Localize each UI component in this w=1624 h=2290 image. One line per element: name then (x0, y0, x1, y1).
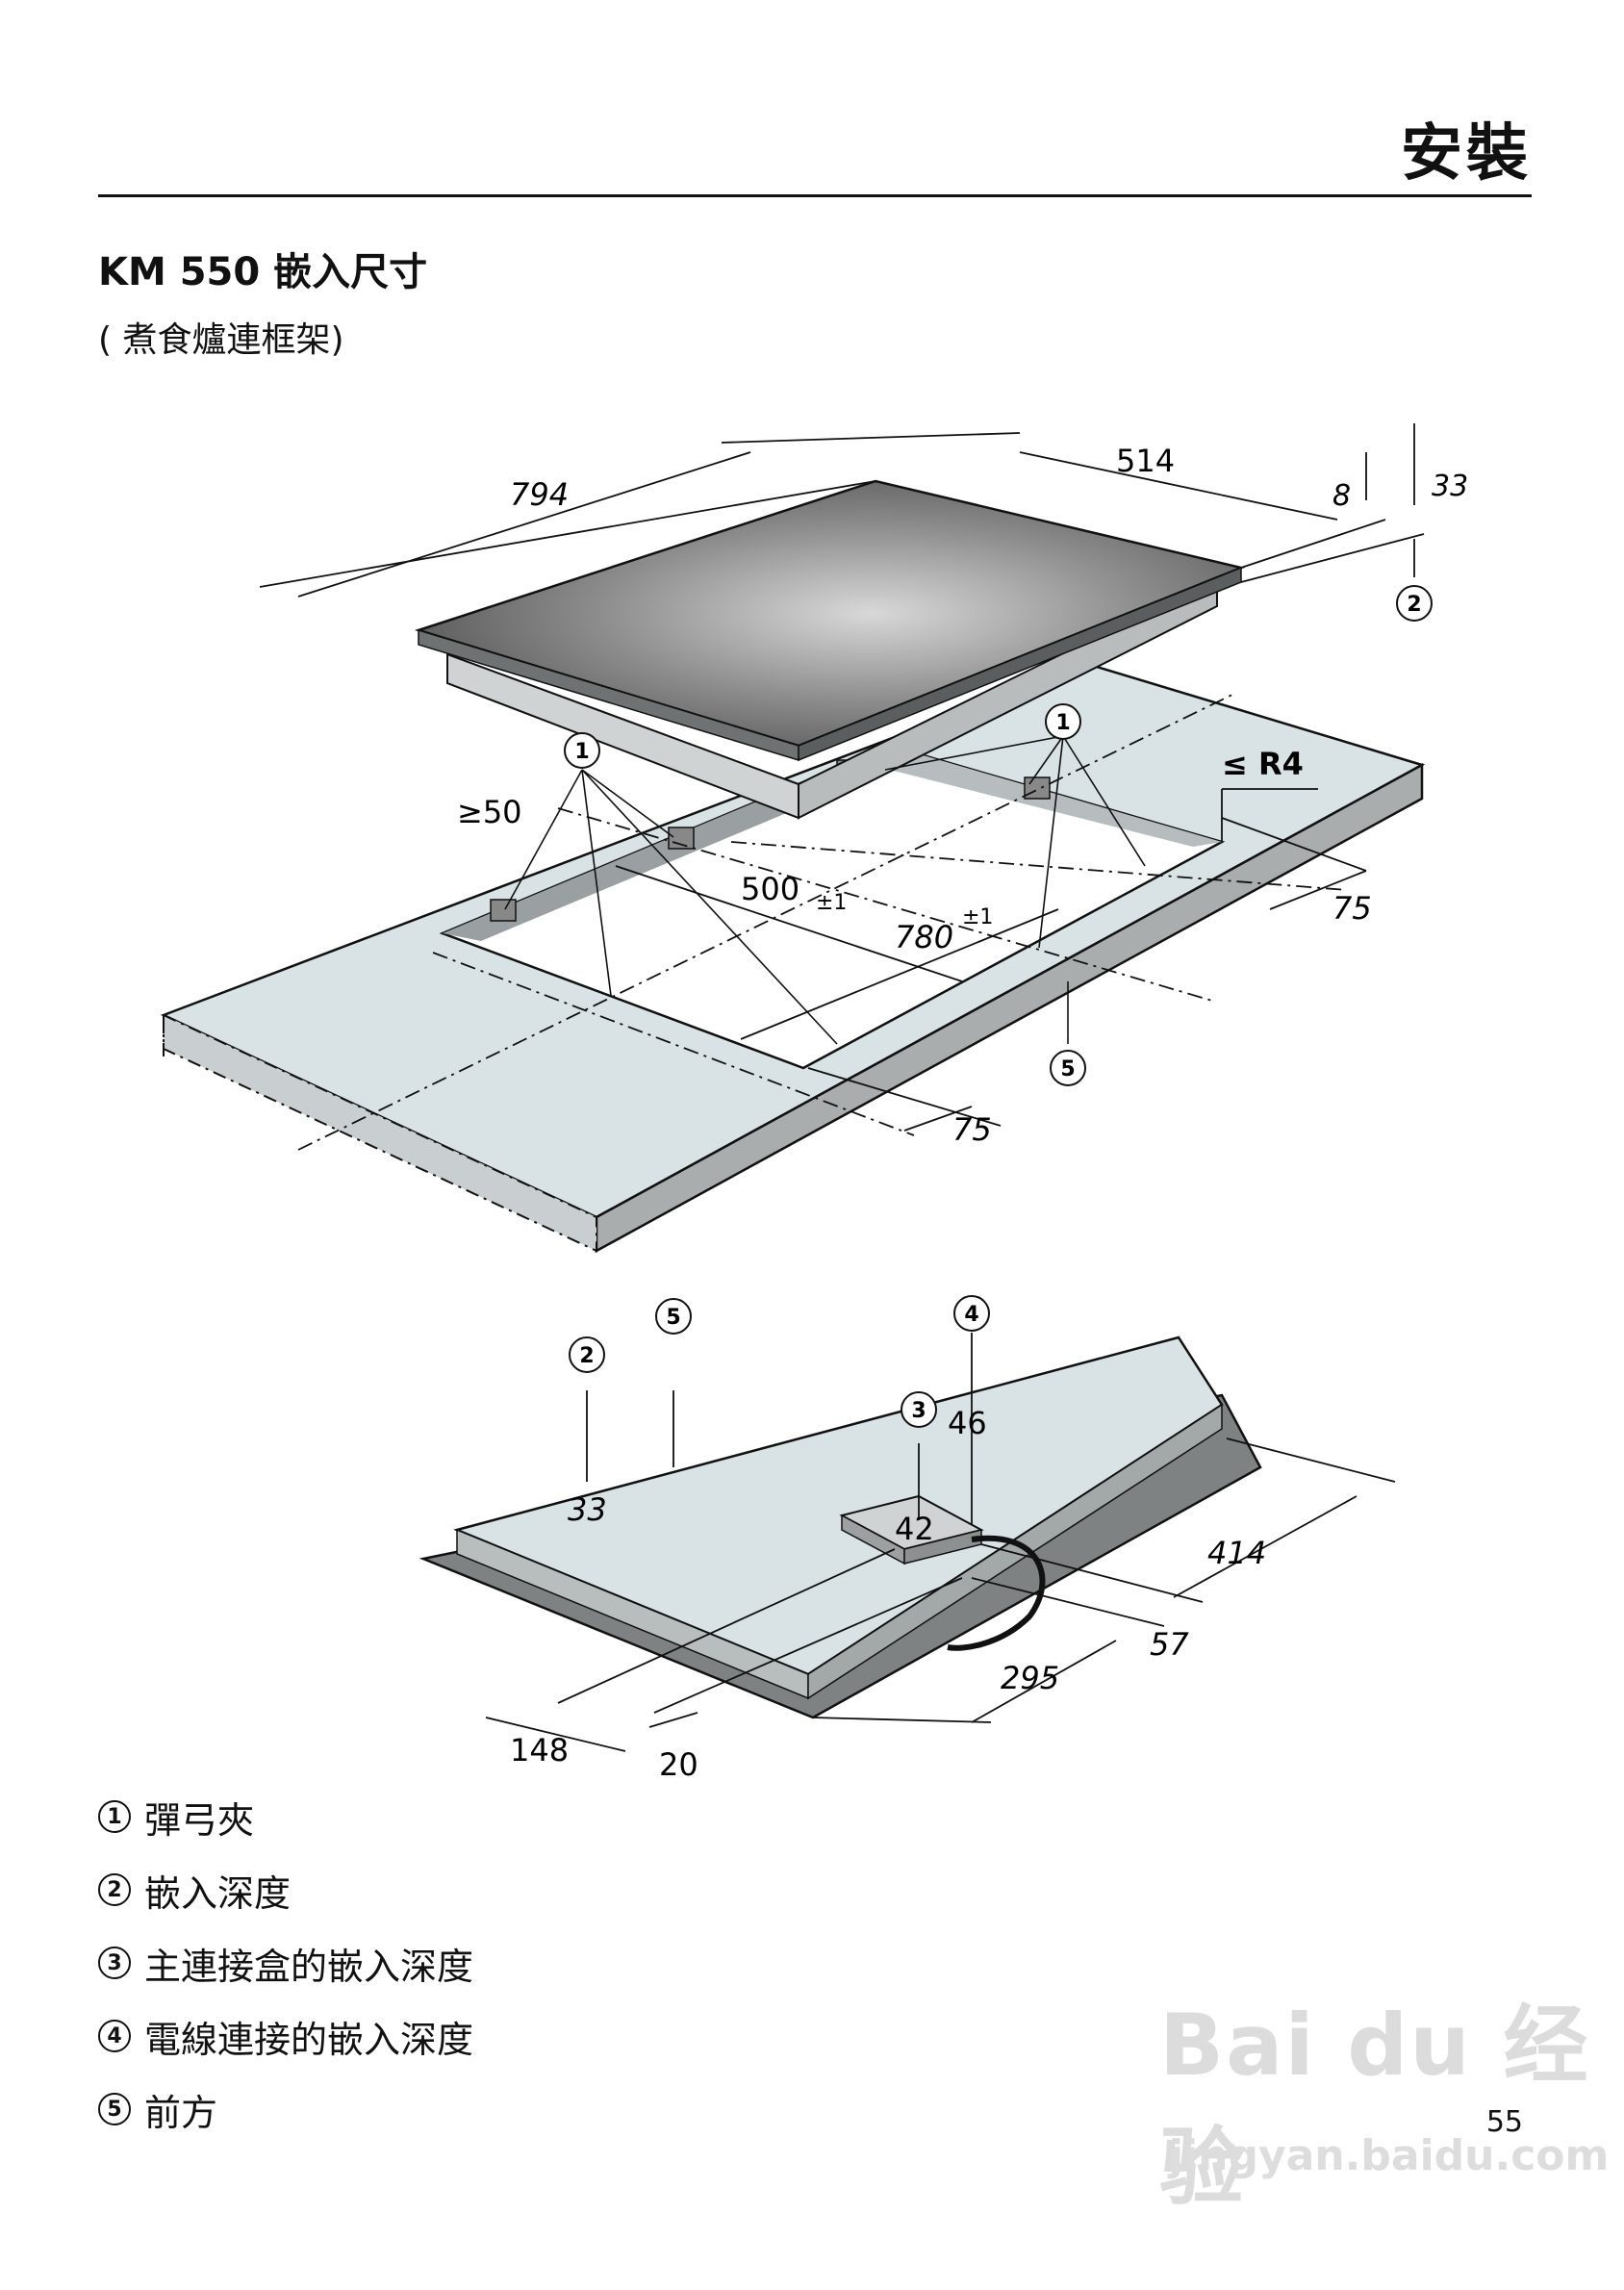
svg-text:5: 5 (666, 1306, 680, 1330)
dimension-lines-bottom (485, 1333, 1396, 1752)
dim-780-tol: ±1 (962, 905, 993, 929)
legend-label: 彈弓夾 (144, 1798, 255, 1842)
svg-text:1: 1 (574, 740, 589, 764)
legend: 1 彈弓夾 2 嵌入深度 3 主連接盒的嵌入深度 4 電線連接的嵌入深度 5 前… (98, 1780, 473, 2146)
page-subtitle: ( 煮食爐連框架) (98, 320, 344, 360)
dim-33: 33 (1432, 470, 1468, 503)
cooktop-underside (419, 1336, 1262, 1719)
page-title: KM 550 嵌入尺寸 (98, 250, 428, 294)
legend-label: 前方 (144, 2091, 218, 2134)
callout-1-left: 1 (564, 732, 600, 769)
legend-item: 4 電線連接的嵌入深度 (98, 1999, 473, 2073)
callout-5-bottom: 5 (655, 1298, 692, 1335)
cable (947, 1535, 1046, 1651)
legend-label: 嵌入深度 (144, 1871, 292, 1915)
legend-item: 1 彈弓夾 (98, 1780, 473, 1853)
dim-57: 57 (1150, 1626, 1189, 1663)
dim-75-right: 75 (1332, 890, 1372, 927)
legend-label: 主連接盒的嵌入深度 (144, 1945, 474, 1988)
callout-2-bottom: 2 (569, 1336, 605, 1373)
callout-5-top: 5 (1050, 1050, 1086, 1086)
dim-148: 148 (510, 1732, 569, 1768)
legend-label: 電線連接的嵌入深度 (144, 2018, 474, 2061)
leader-lines-top (504, 735, 1146, 1045)
legend-number: 5 (98, 2093, 131, 2125)
callout-2-top: 2 (1396, 585, 1433, 622)
centre-lines (297, 692, 1348, 1151)
legend-item: 5 前方 (98, 2073, 473, 2146)
cooktop (414, 479, 1246, 820)
legend-number: 3 (98, 1946, 131, 1979)
svg-text:5: 5 (1060, 1057, 1075, 1081)
watermark-url: jingyan.baidu.com (1169, 2131, 1610, 2180)
dim-500: 500 (741, 871, 799, 907)
dim-33-bottom: 33 (568, 1491, 607, 1528)
dim-500-tol: ±1 (816, 891, 847, 915)
svg-text:2: 2 (1407, 593, 1421, 617)
watermark-logo: Bai du 经验 (1159, 1996, 1590, 2217)
callout-4-bottom: 4 (953, 1295, 990, 1332)
svg-text:2: 2 (579, 1344, 594, 1368)
dim-min-50: ≥50 (457, 794, 522, 830)
dim-radius: ≤ R4 (1222, 746, 1304, 782)
dim-414: 414 (1207, 1535, 1266, 1571)
header-rule (98, 194, 1532, 197)
dim-514: 514 (1116, 443, 1175, 479)
dim-295: 295 (1001, 1660, 1059, 1696)
dim-780: 780 (895, 919, 953, 955)
legend-item: 3 主連接盒的嵌入深度 (98, 1926, 473, 1999)
dim-794: 794 (510, 476, 569, 513)
svg-text:3: 3 (911, 1399, 926, 1423)
callout-1-right: 1 (1045, 703, 1081, 740)
legend-number: 1 (98, 1800, 131, 1833)
dim-42: 42 (895, 1511, 934, 1547)
page-number: 55 (1485, 2105, 1523, 2139)
svg-text:4: 4 (964, 1303, 978, 1327)
dim-75-front: 75 (952, 1111, 992, 1148)
dim-46: 46 (948, 1405, 987, 1441)
section-title: 安裝 (1401, 118, 1532, 190)
dimension-lines-top (259, 423, 1425, 1132)
legend-item: 2 嵌入深度 (98, 1853, 473, 1926)
dim-20: 20 (659, 1746, 698, 1783)
dim-8: 8 (1332, 479, 1351, 513)
legend-number: 2 (98, 1873, 131, 1906)
svg-text:1: 1 (1055, 711, 1070, 735)
callout-3-bottom: 3 (901, 1391, 937, 1428)
legend-number: 4 (98, 2020, 131, 2052)
